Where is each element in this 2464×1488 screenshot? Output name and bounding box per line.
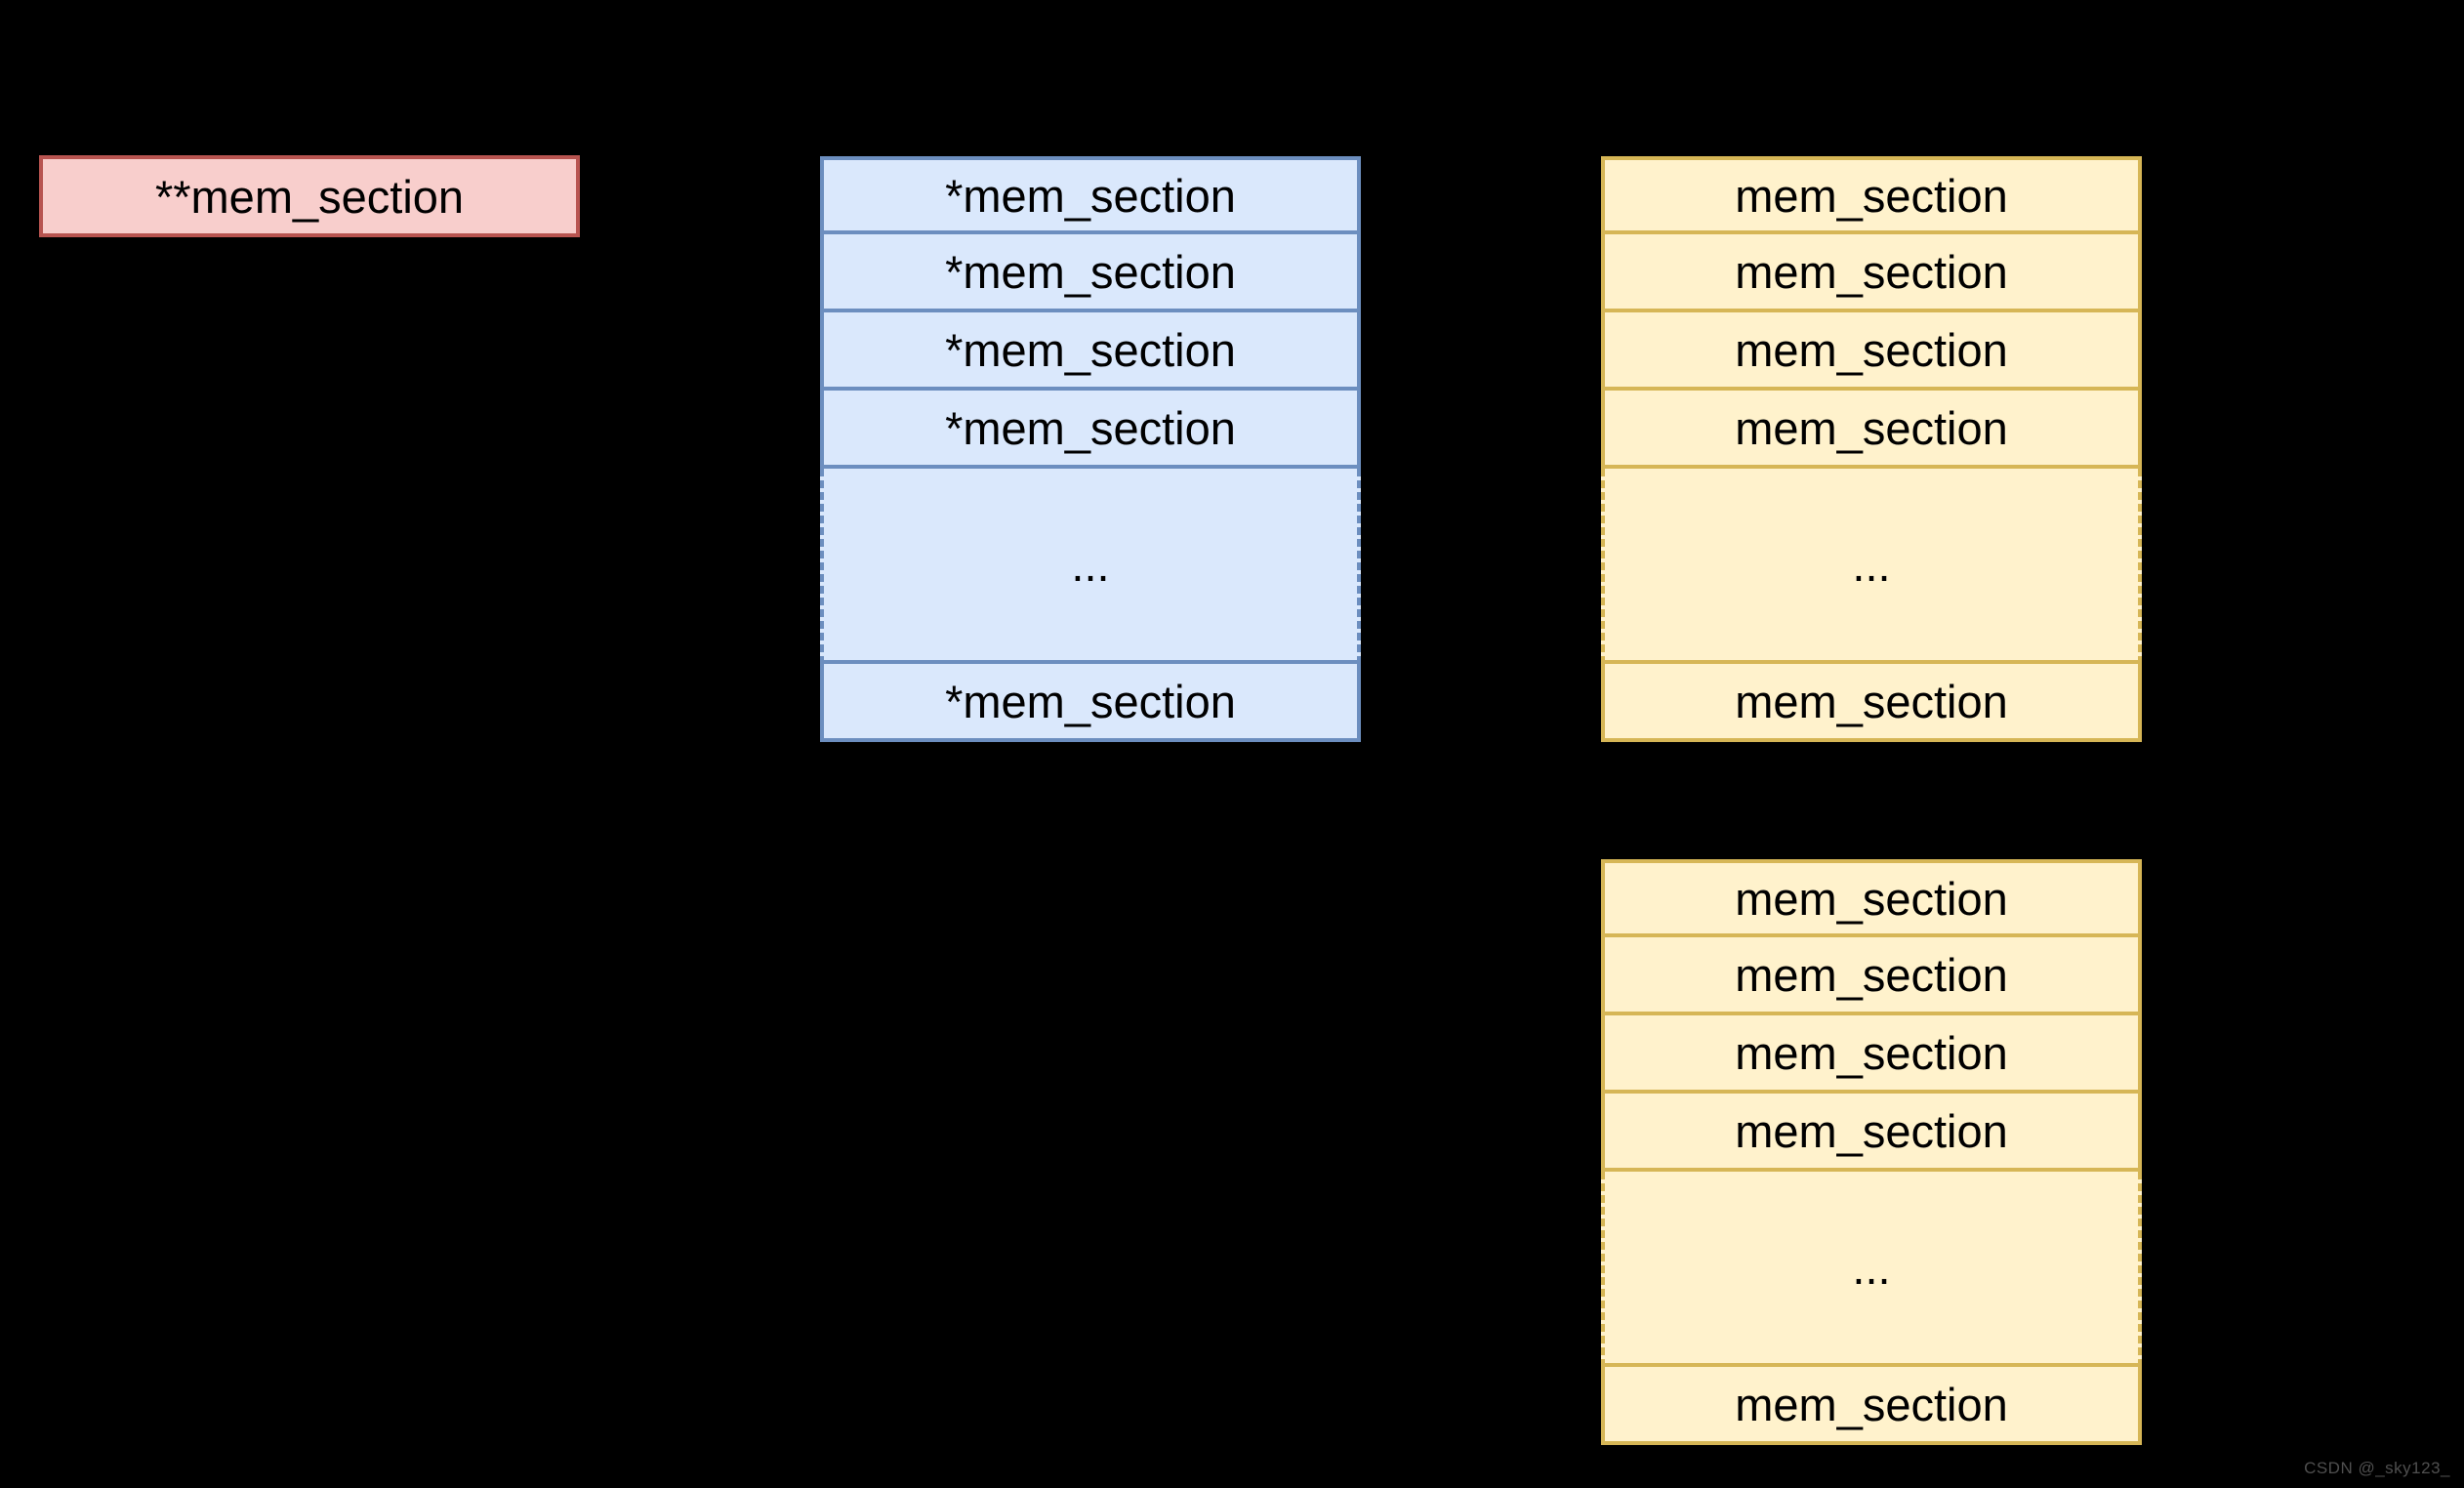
pointer-cell: *mem_section xyxy=(820,391,1361,469)
mem-section-cell: mem_section xyxy=(1601,664,2142,742)
mem-section-array-top: mem_section mem_section mem_section mem_… xyxy=(1601,156,2142,742)
ellipsis-cell: ... xyxy=(1601,1172,2142,1367)
mem-section-cell: mem_section xyxy=(1601,234,2142,312)
ellipsis-cell: ... xyxy=(820,469,1361,664)
pointer-cell: *mem_section xyxy=(820,664,1361,742)
double-pointer-box: **mem_section xyxy=(39,155,580,237)
pointer-cell: *mem_section xyxy=(820,312,1361,391)
mem-section-cell: mem_section xyxy=(1601,391,2142,469)
ellipsis-cell: ... xyxy=(1601,469,2142,664)
pointer-cell: *mem_section xyxy=(820,234,1361,312)
mem-section-cell: mem_section xyxy=(1601,1094,2142,1172)
pointer-array-column: *mem_section *mem_section *mem_section *… xyxy=(820,156,1361,742)
mem-section-cell: mem_section xyxy=(1601,1367,2142,1445)
mem-section-cell: mem_section xyxy=(1601,312,2142,391)
mem-section-cell: mem_section xyxy=(1601,937,2142,1015)
pointer-cell: *mem_section xyxy=(820,156,1361,234)
mem-section-cell: mem_section xyxy=(1601,859,2142,937)
mem-section-cell: mem_section xyxy=(1601,1015,2142,1094)
mem-section-cell: mem_section xyxy=(1601,156,2142,234)
csdn-watermark: CSDN @_sky123_ xyxy=(2304,1459,2450,1477)
mem-section-array-bottom: mem_section mem_section mem_section mem_… xyxy=(1601,859,2142,1445)
